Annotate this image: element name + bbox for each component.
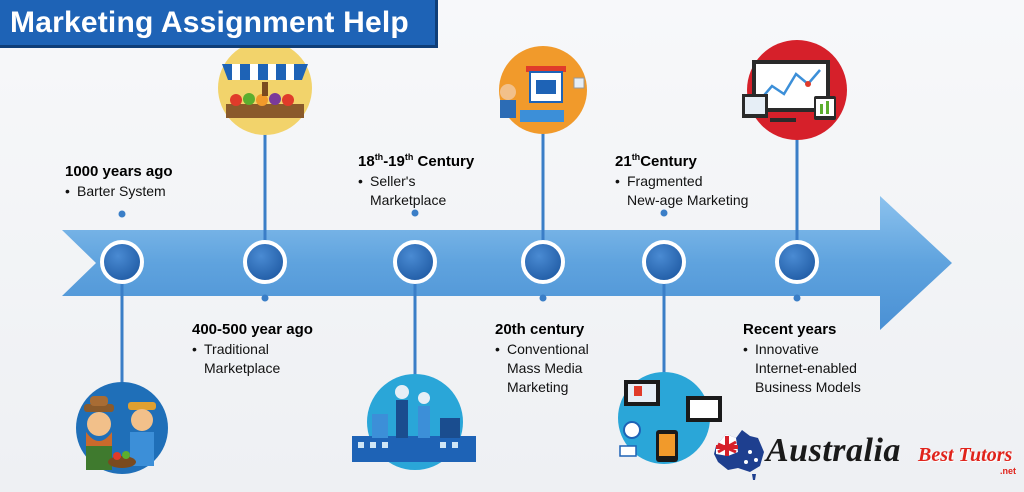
logo-subtitle: Best Tutors bbox=[918, 444, 1013, 466]
milestone-heading: 21thCentury bbox=[615, 152, 697, 170]
milestone-20th-century: 20th century •Conventional Mass Media Ma… bbox=[495, 321, 589, 395]
page-title: Marketing Assignment Help bbox=[10, 6, 409, 39]
shop-robot-icon bbox=[499, 46, 587, 134]
timeline-node-1 bbox=[100, 240, 144, 284]
timeline-node-3 bbox=[393, 240, 437, 284]
milestone-bullet: Marketplace bbox=[204, 360, 281, 376]
timeline-node-4 bbox=[521, 240, 565, 284]
connector-dot-6 bbox=[793, 294, 801, 302]
milestone-heading: 400-500 year ago bbox=[192, 321, 313, 338]
media-devices-icon bbox=[618, 372, 722, 464]
milestone-bullet: Marketing bbox=[507, 379, 569, 395]
farmers-icon bbox=[76, 382, 168, 474]
milestone-bullet: Fragmented bbox=[627, 173, 703, 189]
page-title-banner: Marketing Assignment Help bbox=[0, 0, 438, 48]
analytics-devices-icon bbox=[742, 40, 847, 140]
logo-wordmark: Australia bbox=[766, 432, 901, 469]
connector-dot-4 bbox=[539, 294, 547, 302]
milestone-heading: 1000 years ago bbox=[65, 163, 173, 180]
milestone-recent-years: Recent years •Innovative Internet-enable… bbox=[743, 321, 861, 395]
milestone-bullet: Conventional bbox=[507, 341, 589, 357]
connector-dot-5 bbox=[660, 209, 668, 217]
milestone-heading: 20th century bbox=[495, 321, 585, 338]
connector-dot-2 bbox=[261, 294, 269, 302]
milestone-bullet: New-age Marketing bbox=[627, 192, 749, 208]
milestone-heading: Recent years bbox=[743, 321, 837, 338]
logo-domain-tag: .net bbox=[999, 466, 1016, 476]
milestone-bullet: Innovative bbox=[755, 341, 819, 357]
milestone-bullet: Mass Media bbox=[507, 360, 583, 376]
milestone-heading: 18th-19th Century bbox=[358, 152, 475, 170]
timeline-node-2 bbox=[243, 240, 287, 284]
milestone-1000-years: 1000 years ago •Barter System bbox=[65, 163, 173, 199]
milestone-bullet: Traditional bbox=[204, 341, 269, 357]
timeline-node-6 bbox=[775, 240, 819, 284]
milestone-21st-century: 21thCentury •Fragmented New-age Marketin… bbox=[615, 147, 748, 210]
milestone-bullet: Internet-enabled bbox=[755, 360, 857, 376]
milestone-bullet: Business Models bbox=[755, 379, 861, 395]
factory-icon bbox=[352, 374, 476, 470]
milestone-18th-19th-century: 18th-19th Century •Seller's Marketplace bbox=[358, 147, 474, 210]
australia-best-tutors-logo: Australia Best Tutors .net bbox=[708, 422, 1020, 484]
australia-map-icon bbox=[714, 430, 764, 480]
milestone-bullet: Seller's bbox=[370, 173, 416, 189]
connector-dot-3 bbox=[411, 209, 419, 217]
milestone-bullet: Marketplace bbox=[370, 192, 447, 208]
milestone-400-500-years: 400-500 year ago •Traditional Marketplac… bbox=[192, 321, 313, 376]
connector-dot-1 bbox=[118, 210, 126, 218]
milestone-bullet: Barter System bbox=[77, 183, 166, 199]
timeline-arrow bbox=[62, 196, 952, 330]
market-stall-icon bbox=[218, 41, 312, 135]
timeline-node-5 bbox=[642, 240, 686, 284]
